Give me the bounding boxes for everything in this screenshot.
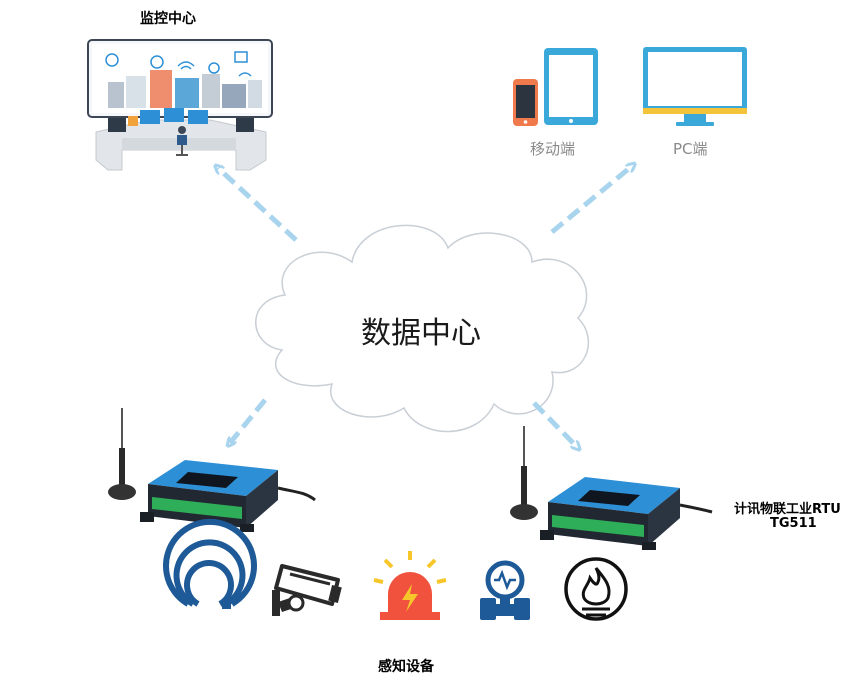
monitor-center-label: 监控中心 <box>140 11 196 27</box>
rtu-device-icon <box>540 477 713 550</box>
arrow-to-rtu-left <box>230 398 267 443</box>
antenna-icon <box>510 426 538 520</box>
rtu-name-label: 计讯物联工业RTU <box>734 502 841 517</box>
arrows <box>218 166 632 447</box>
antenna-icon <box>108 408 136 500</box>
mobile-label: 移动端 <box>530 140 576 158</box>
pc-label: PC端 <box>673 140 708 158</box>
wifi-sensor-icon <box>163 518 257 609</box>
gauge-icon <box>480 560 530 620</box>
tablet-icon <box>544 48 598 125</box>
rtu-model-label: TG511 <box>770 516 817 531</box>
data-center-label: 数据中心 <box>361 316 481 351</box>
rtu-device-left <box>108 408 316 532</box>
rtu-device-icon <box>140 460 316 532</box>
monitor-icon <box>643 47 747 126</box>
cloud-icon <box>255 224 589 433</box>
camera-icon <box>272 564 342 616</box>
arrow-to-monitor-center <box>218 168 298 242</box>
rtu-device-right <box>510 426 713 550</box>
fire-sensor-icon <box>564 557 628 621</box>
arrow-to-pc <box>550 166 632 234</box>
control-room-icon <box>87 39 273 171</box>
sensors-label: 感知设备 <box>378 659 434 675</box>
phone-icon <box>513 79 538 126</box>
alarm-icon <box>373 551 447 620</box>
arrow-to-rtu-right <box>532 401 577 447</box>
